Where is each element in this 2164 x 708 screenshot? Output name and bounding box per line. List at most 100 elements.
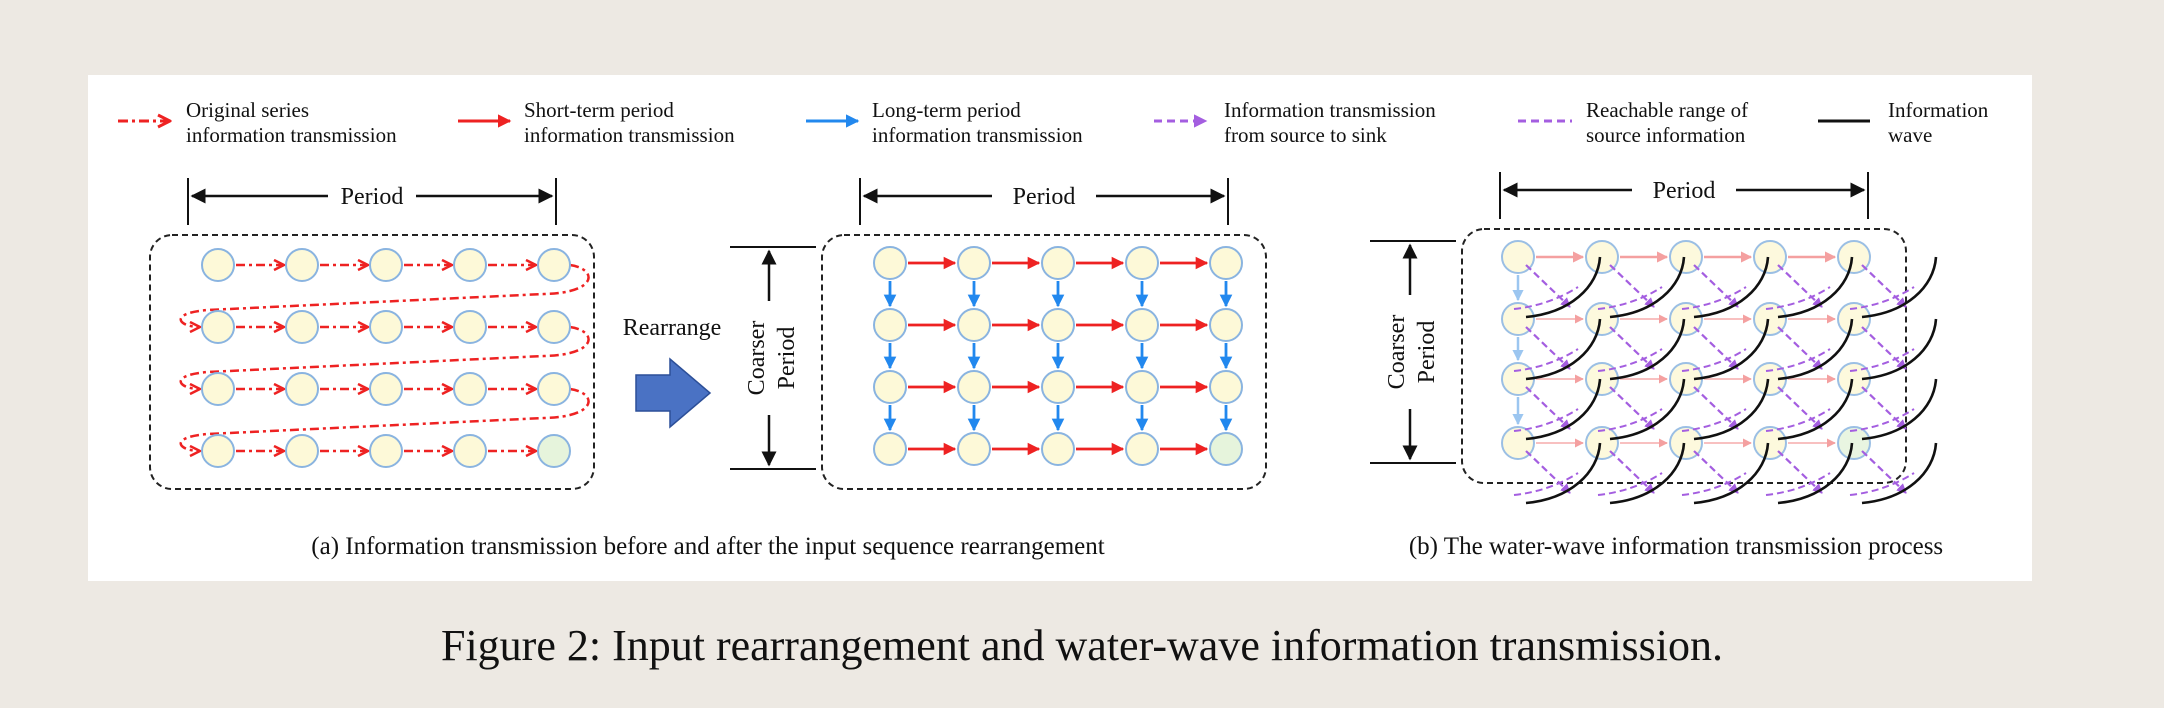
- node: [1041, 370, 1075, 404]
- node: [201, 310, 235, 344]
- period-label-right: Period: [1653, 178, 1716, 204]
- node: [369, 248, 403, 282]
- legend-label-6a: Information: [1888, 98, 1989, 122]
- node: [873, 308, 907, 342]
- source-to-sink-arrow: [1693, 450, 1739, 494]
- information-wave: [1693, 318, 1770, 381]
- legend-item-original-series: Original series information transmission: [118, 98, 397, 147]
- caption-a: (a) Information transmission before and …: [311, 533, 1104, 560]
- node: [873, 370, 907, 404]
- node: [453, 310, 487, 344]
- reachable-range-line: [1849, 408, 1915, 432]
- caption-b: (b) The water-wave information transmiss…: [1409, 533, 1943, 560]
- coarser-period-label-a: Period: [774, 327, 800, 390]
- figure-panel: Original series information transmission…: [88, 75, 2032, 581]
- node: [1041, 308, 1075, 342]
- source-to-sink-arrow: [1777, 264, 1823, 308]
- node: [369, 372, 403, 406]
- node: [201, 248, 235, 282]
- period-label-left: Period: [341, 184, 404, 210]
- legend-label-2a: Short-term period: [524, 98, 674, 122]
- reachable-range-line: [1681, 348, 1747, 372]
- information-wave: [1861, 378, 1938, 441]
- information-wave: [1861, 256, 1938, 319]
- source-to-sink-arrow: [1609, 264, 1655, 308]
- legend-item-reachable-range: Reachable range of source information: [1518, 98, 1748, 147]
- reachable-range-line: [1849, 472, 1915, 496]
- source-to-sink-arrow: [1693, 264, 1739, 308]
- node: [1041, 432, 1075, 466]
- source-to-sink-arrow: [1525, 326, 1571, 370]
- legend-item-source-to-sink: Information transmission from source to …: [1154, 98, 1436, 147]
- information-wave: [1525, 256, 1602, 319]
- source-to-sink-arrow: [1525, 264, 1571, 308]
- reachable-range-line: [1681, 408, 1747, 432]
- information-wave: [1693, 378, 1770, 441]
- node: [873, 432, 907, 466]
- source-to-sink-arrow: [1609, 326, 1655, 370]
- source-to-sink-arrow: [1777, 326, 1823, 370]
- node: [1209, 246, 1243, 280]
- reachable-range-line: [1765, 348, 1831, 372]
- information-wave: [1861, 318, 1938, 381]
- information-wave: [1609, 442, 1686, 505]
- legend-label-3b: information transmission: [872, 123, 1083, 147]
- legend-item-information-wave: Information wave: [1818, 98, 1989, 147]
- node: [957, 246, 991, 280]
- diagram: Original series information transmission…: [118, 98, 1989, 560]
- node: [285, 310, 319, 344]
- information-wave: [1693, 442, 1770, 505]
- information-wave: [1777, 378, 1854, 441]
- information-wave: [1861, 442, 1938, 505]
- reachable-range-line: [1681, 286, 1747, 310]
- grid-rearranged: Coarser Period Period: [730, 178, 1267, 490]
- node: [1125, 246, 1159, 280]
- legend-label-2b: information transmission: [524, 123, 735, 147]
- source-to-sink-arrow: [1525, 386, 1571, 430]
- series-wrap-arrow: [179, 325, 590, 389]
- node: [537, 310, 571, 344]
- series-wrap-arrow: [179, 387, 590, 451]
- node: [537, 248, 571, 282]
- reachable-range-line: [1681, 472, 1747, 496]
- node: [453, 372, 487, 406]
- coarser-label-a: Coarser: [744, 321, 770, 396]
- source-to-sink-arrow: [1861, 386, 1907, 430]
- legend-label-4b: from source to sink: [1224, 123, 1387, 147]
- reachable-range-line: [1765, 408, 1831, 432]
- node: [1209, 432, 1243, 466]
- information-wave: [1609, 318, 1686, 381]
- coarser-period-label-b: Period: [1414, 321, 1440, 384]
- information-wave: [1777, 256, 1854, 319]
- coarser-label-b: Coarser: [1384, 315, 1410, 390]
- information-wave: [1525, 442, 1602, 505]
- node: [537, 434, 571, 468]
- node: [873, 246, 907, 280]
- source-to-sink-arrow: [1861, 326, 1907, 370]
- information-wave: [1525, 378, 1602, 441]
- source-to-sink-arrow: [1861, 264, 1907, 308]
- information-wave: [1777, 442, 1854, 505]
- node: [285, 248, 319, 282]
- legend: Original series information transmission…: [118, 98, 1989, 147]
- source-to-sink-arrow: [1777, 450, 1823, 494]
- source-to-sink-arrow: [1609, 450, 1655, 494]
- node: [369, 310, 403, 344]
- node: [537, 372, 571, 406]
- reachable-range-line: [1513, 472, 1579, 496]
- node: [369, 434, 403, 468]
- source-to-sink-arrow: [1693, 326, 1739, 370]
- legend-label-1a: Original series: [186, 98, 309, 122]
- rearrange-label: Rearrange: [623, 315, 722, 341]
- information-wave: [1609, 378, 1686, 441]
- node: [1209, 370, 1243, 404]
- node: [1041, 246, 1075, 280]
- source-to-sink-arrow: [1525, 450, 1571, 494]
- reachable-range-line: [1597, 472, 1663, 496]
- reachable-range-line: [1597, 408, 1663, 432]
- source-to-sink-arrow: [1609, 386, 1655, 430]
- node: [1125, 308, 1159, 342]
- node: [957, 370, 991, 404]
- legend-label-6b: wave: [1888, 123, 1932, 147]
- information-wave: [1609, 256, 1686, 319]
